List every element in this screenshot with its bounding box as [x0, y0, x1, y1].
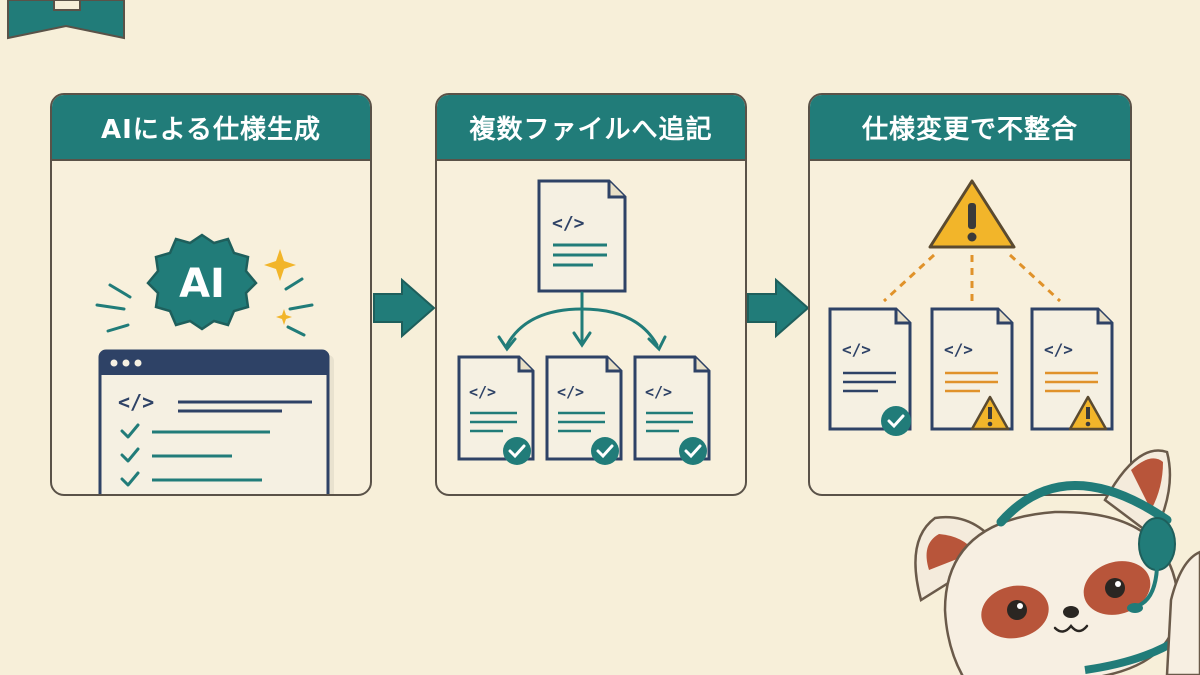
file-icon: </>: [930, 307, 1014, 431]
browser-window-icon: </>: [98, 349, 334, 494]
warning-icon: [1068, 395, 1108, 431]
svg-text:</>: </>: [557, 383, 584, 401]
arrow-right-icon: [373, 277, 436, 339]
panel-title: 複数ファイルへ追記: [437, 95, 745, 161]
svg-text:</>: </>: [118, 390, 154, 414]
sparkle-icon: [264, 249, 296, 325]
ribbon-icon: [7, 0, 125, 40]
headset-icon: [996, 481, 1176, 613]
panel-spec-change-inconsistency: 仕様変更で不整合 </> </: [808, 93, 1132, 496]
branch-arrows: [497, 291, 667, 352]
file-icon: </>: [1030, 307, 1114, 431]
file-icon: </>: [633, 355, 711, 461]
check-circle-icon: [881, 406, 911, 436]
panel-title: 仕様変更で不整合: [810, 95, 1130, 161]
arrow-right-icon: [747, 277, 810, 339]
sparkle-lines: [95, 277, 314, 337]
svg-text:</>: </>: [842, 340, 871, 359]
raccoon-mascot-icon: [914, 449, 1200, 675]
svg-text:</>: </>: [944, 340, 973, 359]
warning-icon: [970, 395, 1010, 431]
file-icon: </>: [828, 307, 912, 431]
panel-illustration: </> </> </>: [457, 179, 711, 465]
warning-icon: [928, 179, 1016, 249]
check-circle-icon: [503, 437, 707, 465]
svg-text:</>: </>: [552, 213, 585, 234]
svg-text:AI: AI: [179, 261, 225, 307]
panel-append-multiple-files: 複数ファイルへ追記 </> </>: [435, 93, 747, 496]
dashed-connectors: [882, 253, 1062, 303]
file-icon: </>: [545, 355, 623, 461]
panel-title: AIによる仕様生成: [52, 95, 370, 161]
svg-text:</>: </>: [469, 383, 496, 401]
svg-text:</>: </>: [645, 383, 672, 401]
svg-text:</>: </>: [1044, 340, 1073, 359]
check-icon: [120, 423, 140, 487]
panel-illustration: AI </>: [95, 233, 334, 494]
panel-illustration: </> </> </>: [828, 179, 1114, 436]
panel-ai-spec-generation: AIによる仕様生成 AI </>: [50, 93, 372, 496]
ai-badge: AI: [146, 233, 258, 331]
file-icon: </>: [457, 355, 535, 461]
file-icon: </>: [537, 179, 627, 293]
